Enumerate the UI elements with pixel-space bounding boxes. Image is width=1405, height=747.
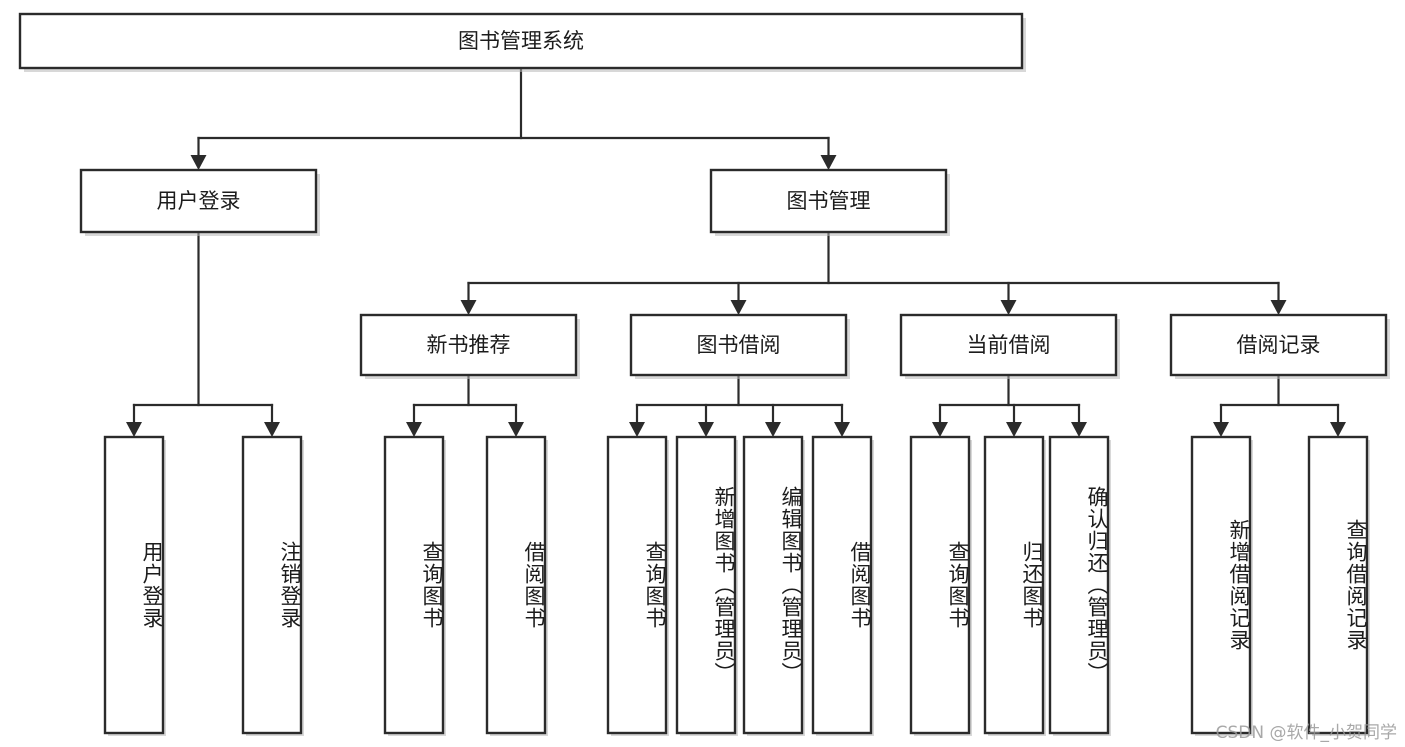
arrow-head-icon xyxy=(264,422,280,437)
arrow-head-icon xyxy=(460,300,477,315)
node-leaf-query-book-cur[interactable] xyxy=(909,435,972,736)
node-leaf-confirm-return[interactable] xyxy=(1048,435,1111,736)
node-leaf-borrow-book[interactable] xyxy=(811,435,874,736)
arrow-head-icon xyxy=(1213,422,1229,437)
node-leaf-query-book-rec[interactable] xyxy=(383,435,446,736)
arrow-head-icon xyxy=(1330,422,1346,437)
node-leaf-user-logout[interactable] xyxy=(241,435,304,736)
node-book-management[interactable]: 图书管理 xyxy=(709,168,950,236)
node-book-borrow[interactable]: 图书借阅 xyxy=(629,313,850,379)
watermark: CSDN @软件_小贺同学 xyxy=(1215,723,1397,743)
node-leaf-query-record[interactable] xyxy=(1307,435,1370,736)
node-current-borrow[interactable]: 当前借阅 xyxy=(899,313,1120,379)
node-leaf-edit-book[interactable] xyxy=(742,435,805,736)
node-label: 图书管理 xyxy=(787,189,871,213)
node-leaf-return-book[interactable] xyxy=(983,435,1046,736)
arrow-head-icon xyxy=(406,422,422,437)
arrow-head-icon xyxy=(126,422,142,437)
arrow-head-icon xyxy=(1006,422,1022,437)
arrow-head-icon xyxy=(1071,422,1087,437)
node-label: 新书推荐 xyxy=(427,333,511,357)
node-label: 图书管理系统 xyxy=(458,29,584,53)
node-label: 借阅记录 xyxy=(1237,333,1321,357)
arrow-head-icon xyxy=(629,422,645,437)
arrow-head-icon xyxy=(932,422,948,437)
edge-layer xyxy=(126,66,1346,437)
arrow-head-icon xyxy=(834,422,850,437)
arrow-head-icon xyxy=(1270,300,1287,315)
node-leaf-user-login[interactable] xyxy=(103,435,166,736)
node-borrow-record[interactable]: 借阅记录 xyxy=(1169,313,1390,379)
arrow-head-icon xyxy=(698,422,714,437)
node-label: 当前借阅 xyxy=(967,333,1051,357)
node-label: 图书借阅 xyxy=(697,333,781,357)
node-leaf-add-book[interactable] xyxy=(675,435,738,736)
node-leaf-query-book-borrow[interactable] xyxy=(606,435,669,736)
arrow-head-icon xyxy=(820,155,837,170)
node-user-login[interactable]: 用户登录 xyxy=(79,168,320,236)
arrow-head-icon xyxy=(508,422,524,437)
node-leaf-borrow-book-rec[interactable] xyxy=(485,435,548,736)
arrow-head-icon xyxy=(730,300,747,315)
node-label: 用户登录 xyxy=(157,189,241,213)
node-root[interactable]: 图书管理系统 xyxy=(18,12,1026,72)
arrow-head-icon xyxy=(1000,300,1017,315)
arrow-head-icon xyxy=(190,155,207,170)
node-new-book-recommend[interactable]: 新书推荐 xyxy=(359,313,580,379)
arrow-head-icon xyxy=(765,422,781,437)
node-leaf-add-record[interactable] xyxy=(1190,435,1253,736)
